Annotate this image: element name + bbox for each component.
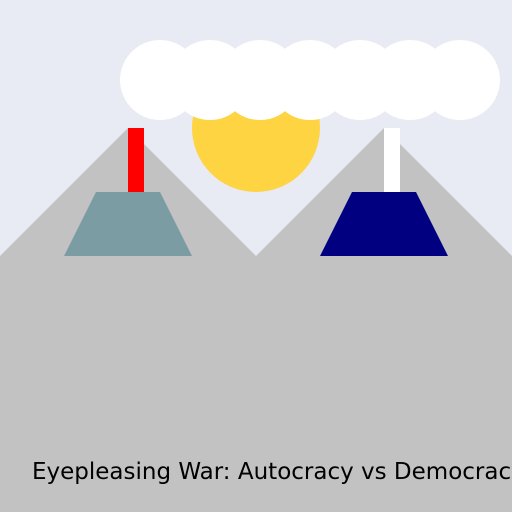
right-fortress-base xyxy=(320,192,448,256)
cloud-group xyxy=(120,40,500,120)
left-fortress-base xyxy=(64,192,192,256)
left-flag xyxy=(128,128,144,192)
caption-text: Eyepleasing War: Autocracy vs Democracy xyxy=(32,459,512,485)
right-flag xyxy=(384,128,400,192)
left-fortress xyxy=(64,128,192,256)
right-fortress xyxy=(320,128,448,256)
cloud-puff xyxy=(420,40,500,120)
